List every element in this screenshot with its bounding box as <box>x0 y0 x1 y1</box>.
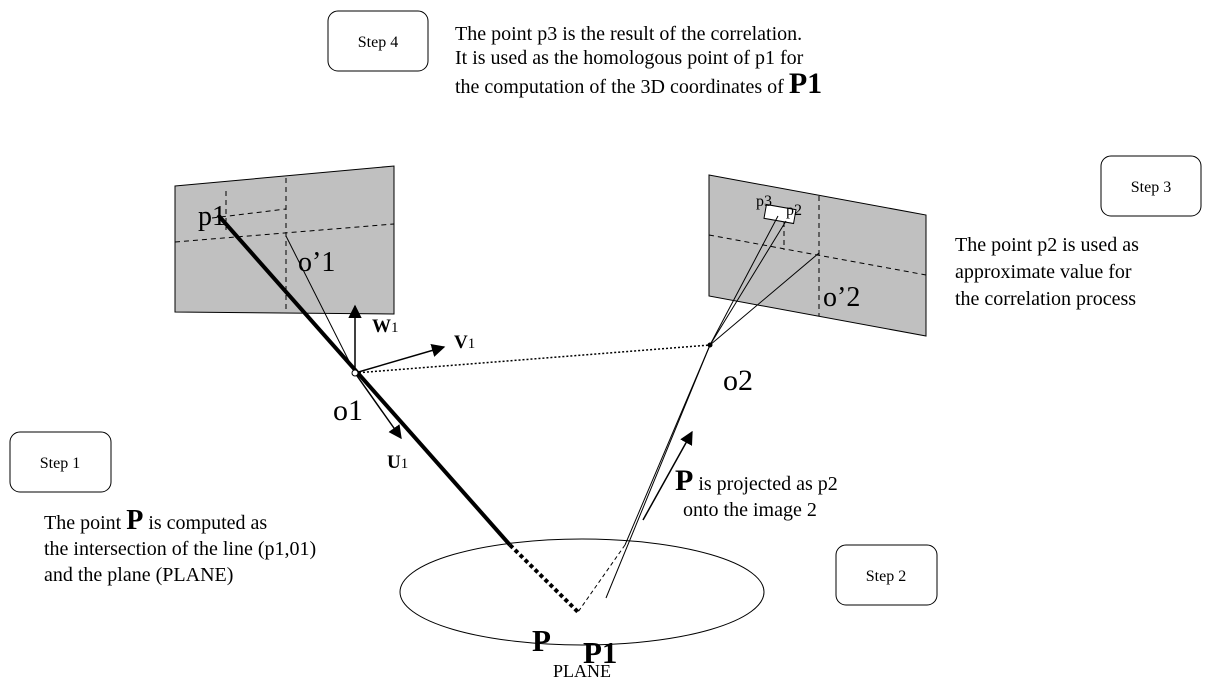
step1-description: The point P is computed as the intersect… <box>44 505 317 588</box>
step2-description: P is projected as p2 onto the image 2 <box>675 466 838 523</box>
baseline-o1-o2 <box>354 344 711 374</box>
image-2-horizontal-axis <box>708 234 927 276</box>
ray-p1-o1-thick <box>216 213 512 547</box>
image-2 <box>708 174 927 337</box>
step4-label: Step 4 <box>358 34 398 51</box>
step1-box <box>9 431 112 493</box>
step2-line1-post: is projected as p2 <box>693 473 838 495</box>
ray-principal-o2 <box>709 252 820 346</box>
ray-o2-P1 <box>605 344 711 599</box>
o-prime-1-label: o’1 <box>298 247 335 278</box>
step2-box <box>835 544 938 606</box>
camera-1-axes <box>348 304 446 440</box>
P1-label: P1 <box>583 635 617 670</box>
plane-label: PLANE <box>553 661 611 681</box>
o1-point <box>351 369 359 377</box>
step3-line2: approximate value for <box>955 261 1132 283</box>
image-1-rect <box>174 165 395 315</box>
step1-line1: The point P is computed as <box>44 505 316 536</box>
step2-line1: P is projected as p2 <box>675 466 838 497</box>
correlation-window <box>763 203 797 225</box>
step1-line2: the intersection of the line (p1,01) <box>44 538 317 560</box>
o-prime-2-label: o’2 <box>823 282 860 313</box>
step3-line3: the correlation process <box>955 288 1137 310</box>
step2-line2: onto the image 2 <box>683 499 817 521</box>
step1-P-bold: P <box>126 505 144 536</box>
image-1-horizontal-axis <box>174 223 395 243</box>
step4-line1: The point p3 is the result of the correl… <box>455 23 803 45</box>
plane-ellipse <box>399 538 765 646</box>
ray-o2-P-solid <box>624 344 711 546</box>
u1-axis-arrow <box>354 372 402 440</box>
step4-line3-text: the computation of the 3D coordinates of <box>455 76 789 98</box>
ray-p2-o2 <box>709 220 787 346</box>
step1-label: Step 1 <box>40 455 80 472</box>
o1-label: o1 <box>333 394 363 427</box>
step4-line3: the computation of the 3D coordinates of… <box>455 69 822 99</box>
p3-label: p3 <box>756 193 772 210</box>
p1-label: p1 <box>198 201 226 232</box>
step2-P-bold: P <box>675 464 694 497</box>
image-1 <box>174 165 395 315</box>
ray-o1-P-dotted <box>508 543 580 614</box>
projection-arrow <box>642 430 693 521</box>
v1-axis-arrow <box>354 343 446 374</box>
step3-box <box>1100 155 1202 217</box>
step1-line3: and the plane (PLANE) <box>44 564 234 586</box>
p2-label: p2 <box>786 202 802 219</box>
ray-p3-o2 <box>709 215 779 346</box>
v1-label: V1 <box>454 332 475 353</box>
rays <box>216 213 820 614</box>
step1-line1-post: is computed as <box>143 512 268 534</box>
step3-label: Step 3 <box>1131 179 1171 196</box>
P-label: P <box>532 623 551 658</box>
step3-description: The point p2 is used as approximate valu… <box>955 232 1139 313</box>
step4-box <box>327 10 429 72</box>
image-1-p1-horizontal-guide <box>211 208 287 219</box>
o2-label: o2 <box>723 364 753 397</box>
step4-description: The point p3 is the result of the correl… <box>455 22 822 99</box>
ray-o2-P-dashed <box>577 544 626 613</box>
u1-label: U1 <box>387 452 408 473</box>
step4-P1-bold: P1 <box>788 67 823 100</box>
step2-label: Step 2 <box>866 568 906 585</box>
step4-line2: It is used as the homologous point of p1… <box>455 47 804 69</box>
step1-line1-pre: The point <box>44 512 127 534</box>
o2-point <box>707 342 713 348</box>
w1-label: W1 <box>372 316 399 337</box>
step3-line1: The point p2 is used as <box>955 234 1139 256</box>
ray-o1-principal <box>285 235 356 374</box>
